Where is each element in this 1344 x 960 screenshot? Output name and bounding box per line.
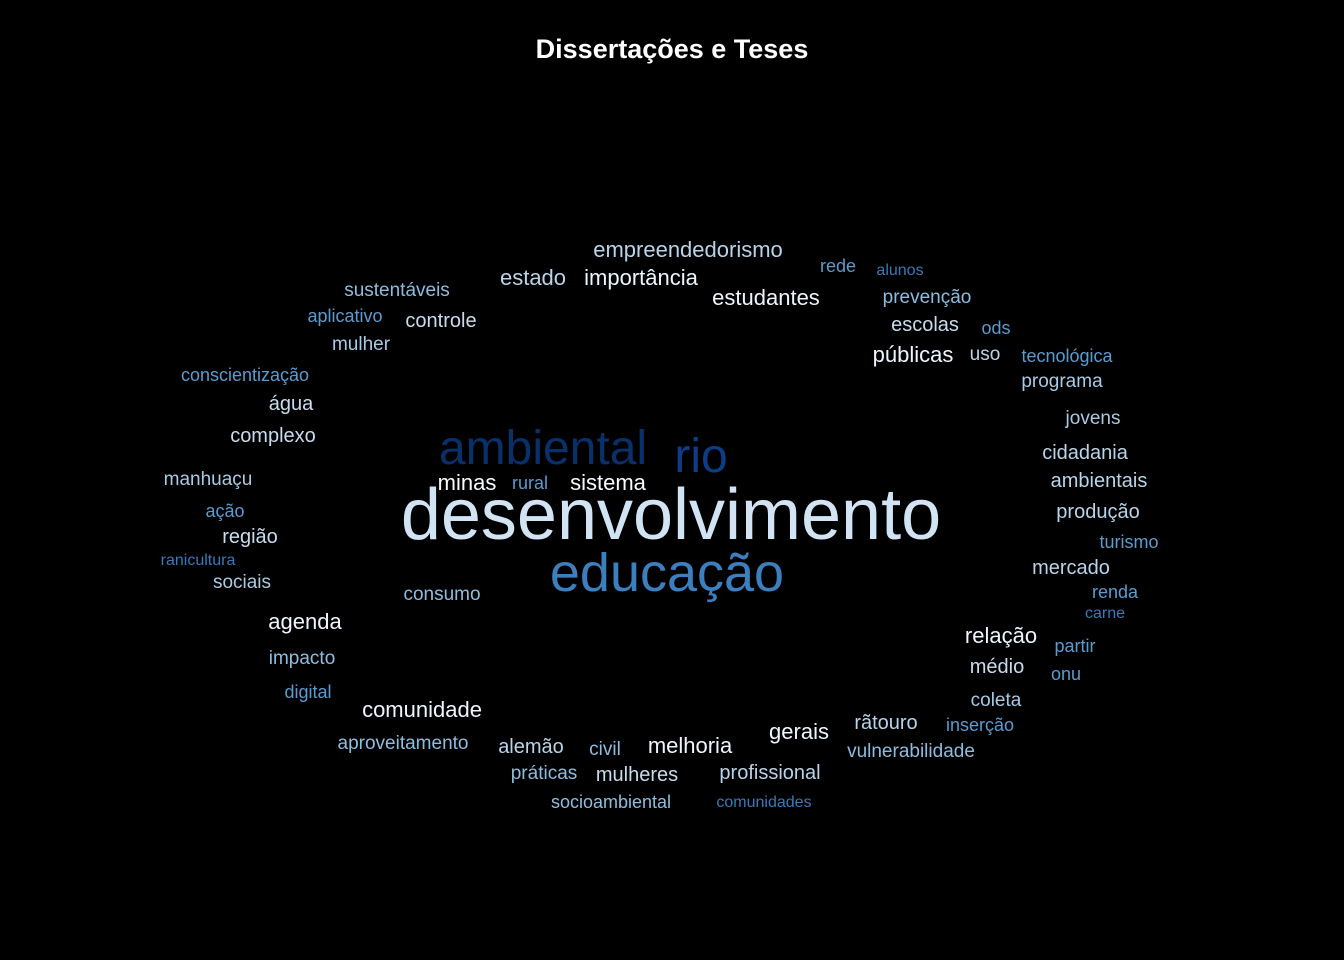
word-37: região [222,526,278,548]
word-7: empreendedorismo [593,237,783,262]
word-30: produção [1056,501,1139,523]
word-45: aproveitamento [338,733,469,754]
word-46: alemão [498,736,564,758]
word-57: comunidades [716,794,811,811]
word-47: civil [589,739,621,760]
word-9: importância [584,265,698,290]
word-13: prevenção [883,287,972,308]
word-36: ação [205,501,244,521]
word-26: complexo [230,425,316,447]
word-10: estudantes [712,285,820,310]
word-39: sociais [213,572,271,593]
word-33: renda [1092,582,1139,602]
word-41: agenda [268,609,342,634]
word-53: práticas [511,763,578,784]
word-28: cidadania [1042,442,1129,464]
word-29: ambientais [1051,470,1148,492]
word-8: estado [500,265,566,290]
word-61: partir [1054,636,1095,656]
word-38: ranicultura [161,552,236,569]
word-58: relação [965,623,1037,648]
word-52: vulnerabilidade [847,741,975,762]
word-55: profissional [719,762,820,784]
word-44: comunidade [362,697,482,722]
word-18: tecnológica [1021,346,1113,366]
word-19: programa [1021,371,1103,392]
word-48: melhoria [648,733,733,758]
word-59: médio [970,656,1024,678]
word-21: aplicativo [307,306,382,326]
word-4: minas [438,470,497,495]
word-16: públicas [873,342,954,367]
word-15: ods [981,318,1010,338]
word-43: digital [284,682,331,702]
word-54: mulheres [596,764,678,786]
word-0: desenvolvimento [401,475,941,555]
word-2: ambiental [439,422,647,475]
word-3: rio [674,430,727,483]
word-62: onu [1051,664,1081,684]
word-25: água [269,393,314,415]
word-34: carne [1085,605,1125,622]
word-51: inserção [946,715,1014,735]
word-42: impacto [269,648,336,669]
word-32: mercado [1032,557,1110,579]
word-60: coleta [971,690,1022,711]
word-6: rural [512,473,548,493]
word-14: escolas [891,314,959,336]
chart-title: Dissertações e Teses [535,34,809,64]
word-11: rede [820,256,856,276]
word-17: uso [970,344,1001,365]
word-5: sistema [570,470,647,495]
word-20: sustentáveis [344,280,450,301]
word-22: controle [405,310,476,332]
word-1: educação [550,543,784,603]
word-35: manhuaçu [164,469,253,490]
word-31: turismo [1099,532,1158,552]
word-56: socioambiental [551,792,671,812]
word-12: alunos [876,262,923,279]
word-23: mulher [332,334,391,355]
word-24: conscientização [181,365,309,385]
word-27: jovens [1065,408,1121,429]
word-49: gerais [769,719,829,744]
word-40: consumo [403,584,480,605]
word-50: rãtouro [854,712,917,734]
